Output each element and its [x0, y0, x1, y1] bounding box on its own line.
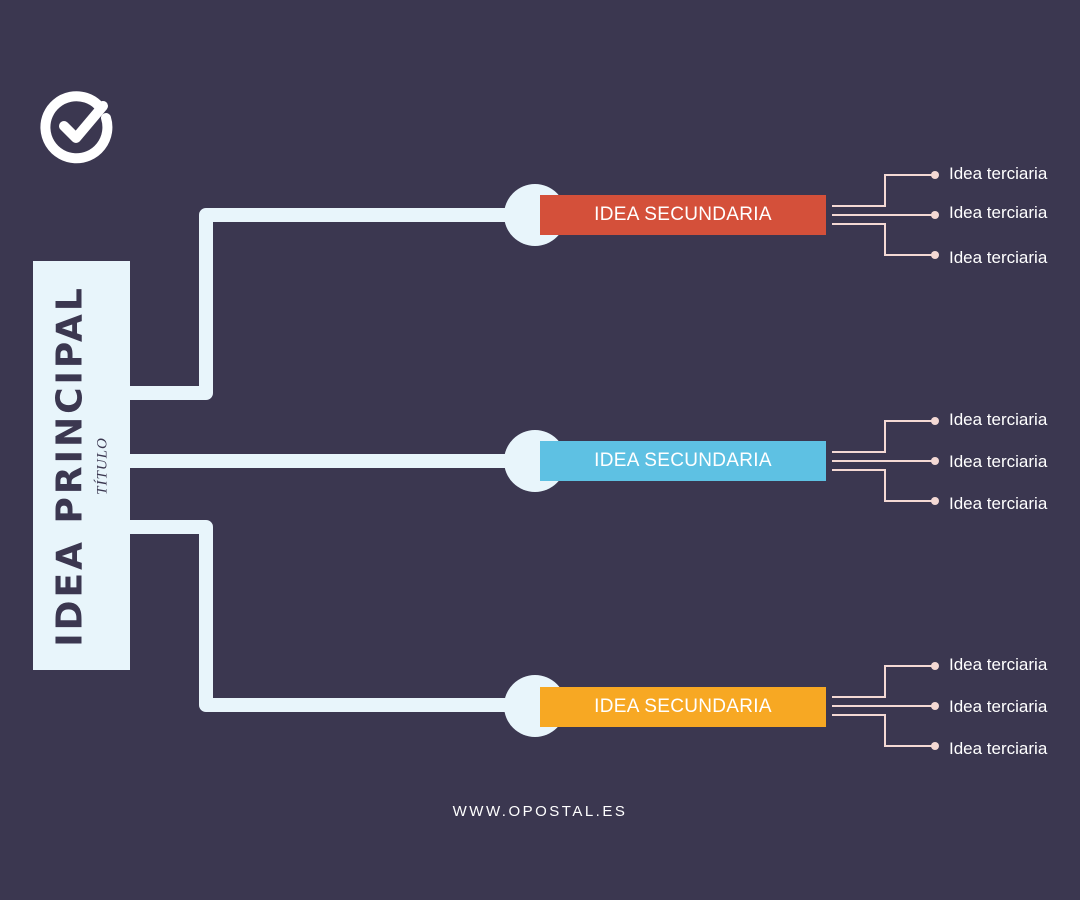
- tertiary-idea: Idea terciaria: [949, 164, 1048, 183]
- secondary-idea-label: IDEA SECUNDARIA: [594, 204, 772, 225]
- main-idea-subtitle: TÍTULO: [94, 436, 110, 495]
- footer-url: WWW.OPOSTAL.ES: [452, 803, 628, 820]
- tertiary-connector: [832, 714, 935, 747]
- tertiary-dot: [931, 417, 939, 425]
- secondary-idea-1: IDEA SECUNDARIA: [540, 195, 826, 235]
- secondary-idea-3: IDEA SECUNDARIA: [540, 687, 826, 727]
- tertiary-connector: [832, 420, 935, 453]
- tertiary-idea: Idea terciaria: [949, 248, 1048, 267]
- tertiary-idea: Idea terciaria: [949, 410, 1048, 429]
- tertiary-idea: Idea terciaria: [949, 203, 1048, 222]
- tertiary-idea: Idea terciaria: [949, 739, 1048, 758]
- tertiary-dot: [931, 497, 939, 505]
- main-connector: [123, 520, 542, 712]
- tertiary-idea: Idea terciaria: [949, 452, 1048, 471]
- secondary-idea-label: IDEA SECUNDARIA: [594, 450, 772, 471]
- tertiary-dot: [931, 742, 939, 750]
- tertiary-dot: [931, 211, 939, 219]
- tertiary-dot: [931, 251, 939, 259]
- tertiary-dot: [931, 457, 939, 465]
- tertiary-connector: [832, 469, 935, 502]
- secondary-idea-2: IDEA SECUNDARIA: [540, 441, 826, 481]
- tertiary-idea: Idea terciaria: [949, 655, 1048, 674]
- main-idea-box: IDEA PRINCIPAL TÍTULO: [33, 261, 130, 670]
- check-logo-icon: [40, 91, 113, 164]
- tertiary-idea: Idea terciaria: [949, 494, 1048, 513]
- main-connector: [123, 208, 542, 400]
- tertiary-idea: Idea terciaria: [949, 697, 1048, 716]
- main-idea-title: IDEA PRINCIPAL: [49, 284, 90, 647]
- secondary-idea-label: IDEA SECUNDARIA: [594, 696, 772, 717]
- tertiary-connector: [832, 174, 935, 207]
- tertiary-connector: [832, 665, 935, 698]
- tertiary-connector: [832, 223, 935, 256]
- tertiary-dot: [931, 662, 939, 670]
- tertiary-dot: [931, 702, 939, 710]
- tertiary-dot: [931, 171, 939, 179]
